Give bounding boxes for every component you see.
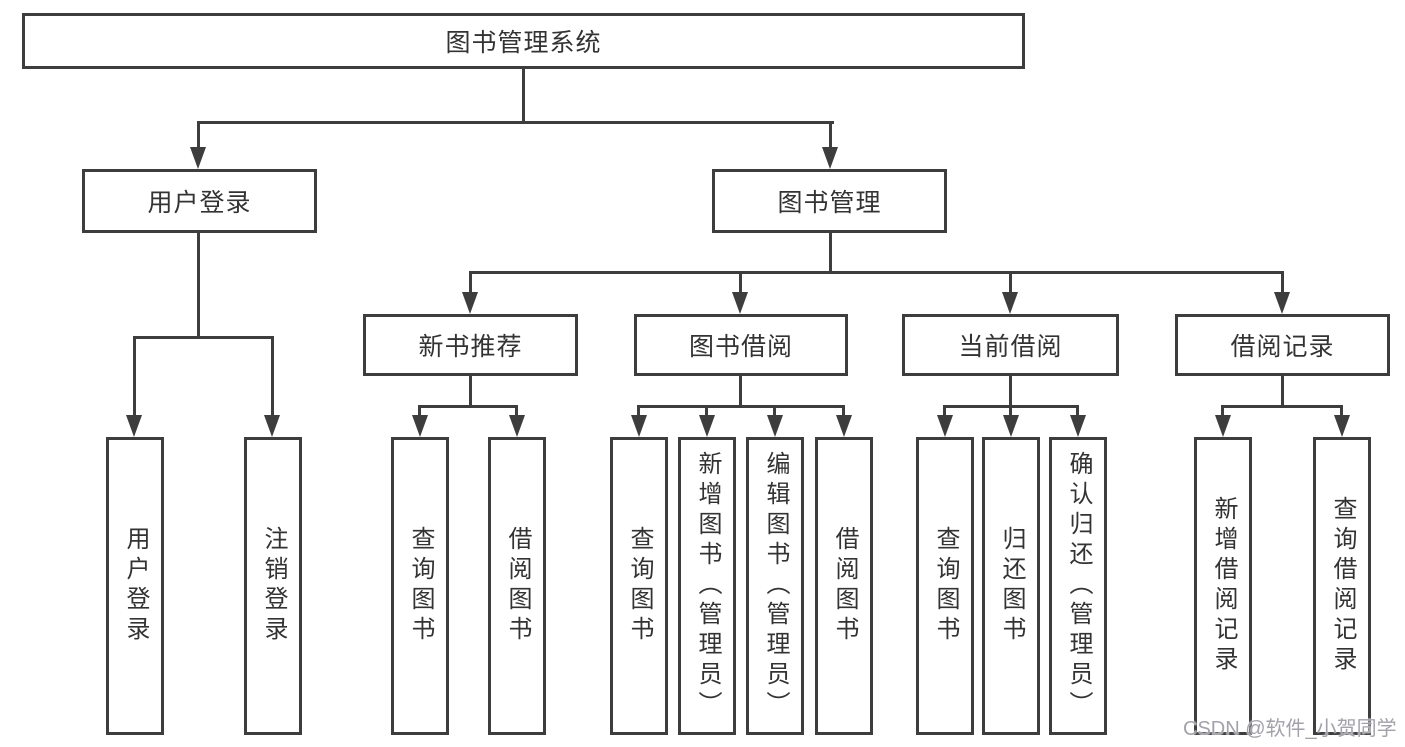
node-label: 借阅图书	[831, 526, 858, 646]
node-leaf-query-book-borrow: 查询图书	[610, 437, 668, 735]
connector-line	[418, 405, 421, 419]
node-label: 图书借阅	[688, 333, 793, 361]
node-label: 查询图书	[932, 526, 959, 646]
connector-arrowhead	[732, 292, 748, 314]
connector-arrowhead	[1002, 292, 1018, 314]
connector-line	[469, 271, 1284, 274]
connector-arrowhead	[1215, 415, 1231, 437]
node-leaf-query-book-recommend: 查询图书	[391, 437, 449, 735]
node-label: 新书推荐	[418, 333, 523, 361]
connector-line	[1076, 405, 1079, 419]
connector-line	[1221, 405, 1343, 408]
connector-line	[773, 405, 776, 419]
connector-arrowhead	[509, 415, 525, 437]
connector-line	[1281, 271, 1284, 294]
connector-line	[829, 231, 832, 274]
node-label: 图书管理系统	[445, 29, 602, 57]
connector-arrowhead	[767, 415, 783, 437]
connector-arrowhead	[699, 415, 715, 437]
connector-line	[705, 405, 708, 419]
connector-arrowhead	[1334, 415, 1350, 437]
node-label: 用户登录	[122, 526, 149, 646]
connector-line	[1340, 405, 1343, 419]
connector-arrowhead	[126, 415, 142, 437]
node-leaf-edit-book-admin: 编辑图书（管理员）	[746, 437, 804, 735]
node-leaf-borrow-book-recommend: 借阅图书	[488, 437, 546, 735]
connector-line	[515, 405, 518, 419]
connector-line	[1009, 374, 1012, 408]
connector-line	[842, 405, 845, 419]
connector-arrowhead	[631, 415, 647, 437]
node-label: 借阅图书	[504, 526, 531, 646]
connector-arrowhead	[1070, 415, 1086, 437]
connector-line	[1009, 405, 1012, 419]
node-user-login: 用户登录	[82, 169, 317, 233]
connector-arrowhead	[836, 415, 852, 437]
node-leaf-user-login: 用户登录	[106, 437, 164, 735]
node-book-management: 图书管理	[712, 169, 947, 233]
node-new-book-recommend: 新书推荐	[363, 314, 578, 376]
node-label: 当前借阅	[958, 333, 1063, 361]
node-library-system: 图书管理系统	[22, 13, 1025, 69]
node-label: 新增借阅记录	[1210, 496, 1237, 676]
connector-line	[637, 405, 640, 419]
connector-line	[522, 67, 525, 124]
node-label: 查询借阅记录	[1329, 496, 1356, 676]
node-leaf-add-borrow-record: 新增借阅记录	[1194, 437, 1252, 735]
connector-line	[637, 405, 845, 408]
connector-line	[469, 374, 472, 408]
connector-line	[197, 121, 200, 149]
connector-arrowhead	[937, 415, 953, 437]
connector-arrowhead	[462, 292, 478, 314]
connector-arrowhead	[412, 415, 428, 437]
connector-arrowhead	[190, 147, 206, 169]
connector-line	[197, 231, 200, 339]
connector-arrowhead	[264, 415, 280, 437]
node-leaf-return-book: 归还图书	[982, 437, 1040, 735]
node-leaf-query-book-current: 查询图书	[916, 437, 974, 735]
node-current-borrow: 当前借阅	[902, 314, 1119, 376]
node-leaf-add-book-admin: 新增图书（管理员）	[678, 437, 736, 735]
connector-line	[829, 121, 832, 149]
connector-line	[469, 271, 472, 294]
connector-line	[943, 405, 946, 419]
node-book-borrow: 图书借阅	[634, 314, 848, 376]
node-label: 图书管理	[777, 189, 882, 217]
node-label: 用户登录	[147, 189, 252, 217]
connector-line	[197, 121, 834, 124]
connector-line	[739, 271, 742, 294]
node-borrow-records: 借阅记录	[1175, 314, 1390, 376]
node-leaf-query-borrow-record: 查询借阅记录	[1313, 437, 1371, 735]
node-label: 确认归还（管理员）	[1065, 451, 1092, 721]
csdn-watermark: CSDN @软件_小贺同学	[1183, 718, 1397, 740]
connector-line	[1009, 271, 1012, 294]
node-label: 注销登录	[260, 526, 287, 646]
connector-arrowhead	[822, 147, 838, 169]
node-leaf-borrow-book-borrow: 借阅图书	[815, 437, 873, 735]
connector-arrowhead	[1003, 415, 1019, 437]
node-label: 查询图书	[407, 526, 434, 646]
connector-line	[133, 336, 136, 417]
node-label: 借阅记录	[1230, 333, 1335, 361]
connector-line	[418, 405, 518, 408]
node-leaf-logout: 注销登录	[244, 437, 302, 735]
connector-line	[1221, 405, 1224, 419]
node-label: 编辑图书（管理员）	[762, 451, 789, 721]
node-label: 归还图书	[998, 526, 1025, 646]
connector-arrowhead	[1274, 292, 1290, 314]
connector-line	[271, 336, 274, 417]
node-leaf-confirm-return-admin: 确认归还（管理员）	[1049, 437, 1107, 735]
node-label: 新增图书（管理员）	[694, 451, 721, 721]
connector-line	[133, 336, 274, 339]
connector-line	[739, 374, 742, 408]
connector-line	[1281, 374, 1284, 408]
node-label: 查询图书	[626, 526, 653, 646]
